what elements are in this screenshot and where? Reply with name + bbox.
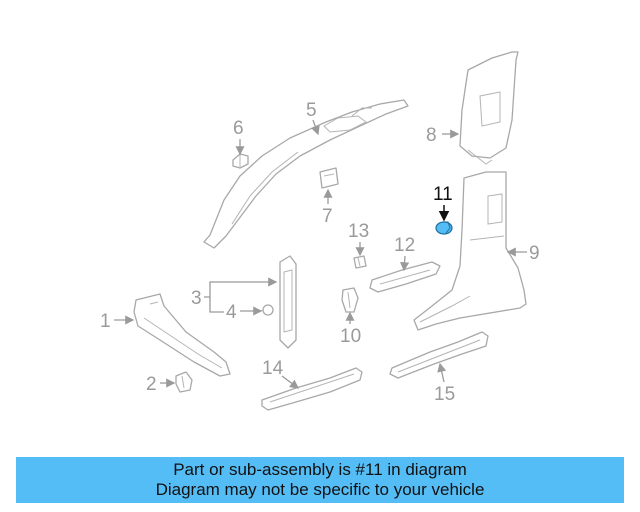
part-10-bracket bbox=[341, 287, 359, 313]
callout-9: 9 bbox=[529, 243, 540, 264]
callout-1: 1 bbox=[100, 311, 111, 332]
callout-3: 3 bbox=[191, 288, 202, 309]
leader-5 bbox=[311, 119, 320, 136]
part-2-clip bbox=[175, 371, 193, 393]
part-8-upper-b-pillar-trim bbox=[459, 51, 519, 165]
leader-14 bbox=[281, 375, 300, 389]
parts-diagram: 5 6 7 8 9 11 12 bbox=[100, 51, 540, 411]
part-9-lower-b-pillar-trim bbox=[413, 171, 527, 331]
callout-14: 14 bbox=[262, 358, 284, 379]
part-7-bracket bbox=[319, 167, 339, 189]
part-13-clip bbox=[353, 255, 367, 269]
part-12-garnish bbox=[369, 261, 441, 293]
part-11-highlighted-clip bbox=[435, 221, 453, 235]
leader-3b bbox=[209, 297, 224, 313]
callout-2: 2 bbox=[146, 374, 157, 395]
callout-6: 6 bbox=[233, 118, 244, 139]
part-3-center-trim bbox=[279, 255, 297, 349]
part-1-kick-panel bbox=[133, 293, 231, 377]
callout-8: 8 bbox=[426, 125, 437, 146]
part-6-clip bbox=[232, 153, 249, 169]
leader-12 bbox=[400, 255, 410, 272]
callout-4: 4 bbox=[226, 302, 237, 323]
info-banner: Part or sub-assembly is #11 in diagram D… bbox=[16, 457, 624, 503]
callout-5: 5 bbox=[306, 100, 317, 121]
callout-10: 10 bbox=[340, 326, 361, 347]
callout-15: 15 bbox=[434, 384, 455, 405]
callout-12: 12 bbox=[394, 235, 415, 256]
part-5-a-pillar-trim bbox=[203, 99, 409, 249]
leader-15 bbox=[437, 362, 447, 383]
leader-3 bbox=[204, 277, 278, 298]
part-15-rear-scuff-plate bbox=[389, 331, 489, 379]
part-14-front-scuff-plate bbox=[261, 367, 363, 411]
part-4-screw bbox=[257, 304, 274, 316]
callout-11: 11 bbox=[433, 184, 453, 205]
callout-7: 7 bbox=[322, 206, 333, 227]
callout-13: 13 bbox=[348, 221, 369, 242]
banner-line-2: Diagram may not be specific to your vehi… bbox=[155, 480, 485, 499]
banner-line-1: Part or sub-assembly is #11 in diagram bbox=[173, 460, 467, 479]
